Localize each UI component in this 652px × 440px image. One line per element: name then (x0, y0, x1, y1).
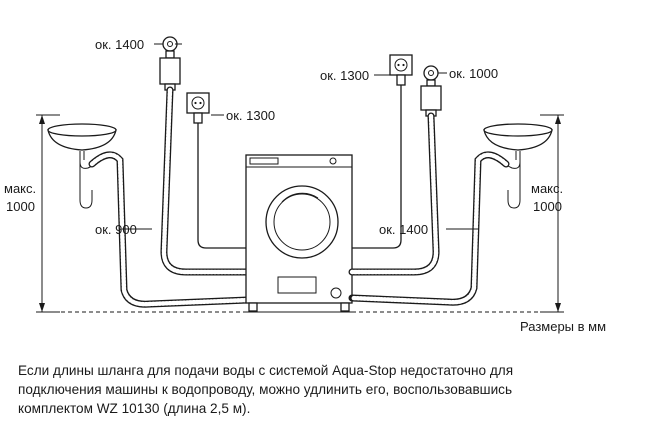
right-drain-hose (348, 151, 510, 306)
right-inlet-hose (348, 112, 440, 276)
left-sink (47, 123, 117, 209)
right-sink (483, 123, 553, 209)
right-max-height-value: 1000 (533, 199, 562, 214)
installation-diagram: ок. 1400 ок. 1300 макс. 1000 ок. 900 ок.… (4, 36, 606, 334)
caption-line-2: подключения машины к водопроводу, можно … (18, 382, 513, 397)
caption-line-3: комплектом WZ 10130 (длина 2,5 м). (18, 401, 251, 416)
right-max-height-label: макс. (531, 181, 563, 196)
left-height-dimension (36, 114, 60, 313)
left-drain-hose (88, 151, 252, 308)
right-bottom-length-label: ок. 1400 (379, 222, 428, 237)
left-max-height-value: 1000 (6, 199, 35, 214)
washing-machine (245, 154, 353, 313)
caption-line-1: Если длины шланга для подачи воды с сист… (18, 363, 514, 378)
right-height-dimension (540, 114, 564, 313)
left-socket (186, 92, 246, 249)
caption: Если длины шланга для подачи воды с сист… (18, 361, 638, 418)
left-bottom-length-label: ок. 900 (95, 222, 137, 237)
right-socket (352, 54, 413, 249)
left-socket-length-label: ок. 1300 (226, 108, 275, 123)
left-top-length-label: ок. 1400 (95, 37, 144, 52)
right-socket-length-label: ок. 1300 (320, 68, 369, 83)
units-note: Размеры в мм (520, 319, 606, 334)
right-top-length-label: ок. 1000 (449, 66, 498, 81)
left-max-height-label: макс. (4, 181, 36, 196)
left-water-tap (159, 36, 182, 91)
left-inlet-hose (160, 86, 254, 276)
